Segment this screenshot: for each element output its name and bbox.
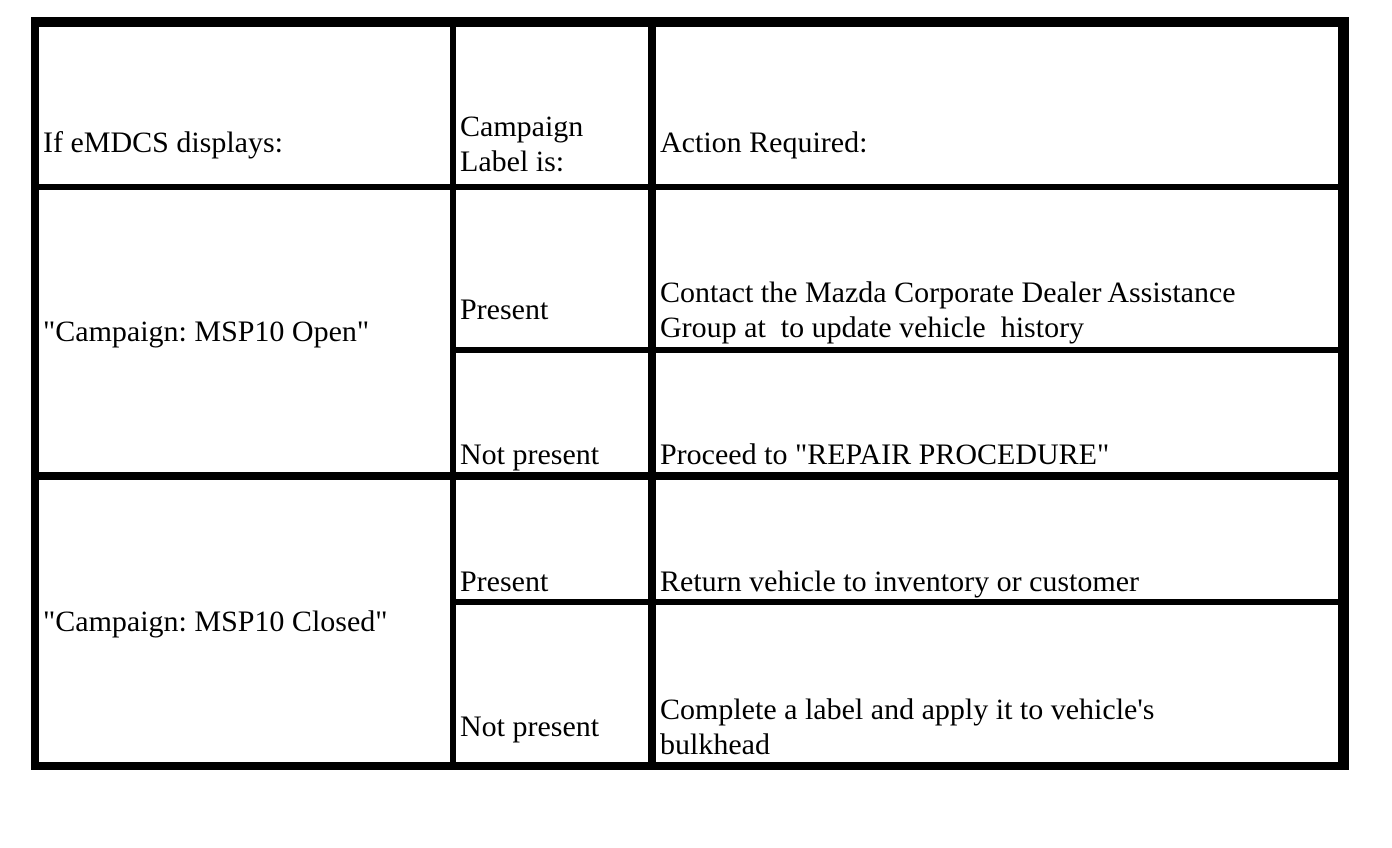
action-cell: Contact the Mazda Corporate Dealer Assis… [654, 188, 1340, 349]
header-action: Action Required: [654, 25, 1340, 186]
action-text: Complete a label and apply it to vehicle… [660, 693, 1155, 761]
label-status-cell: Present [454, 188, 650, 349]
label-status-cell: Present [454, 478, 650, 601]
label-status-text: Not present [460, 438, 600, 471]
header-label-status-text: Campaign Label is: [460, 110, 584, 178]
action-text: Proceed to "REPAIR PROCEDURE" [660, 438, 1110, 471]
header-label-status: Campaign Label is: [454, 25, 650, 186]
label-status-cell: Not present [454, 351, 650, 474]
campaign-table: If eMDCS displays: Campaign Label is: Ac… [31, 17, 1349, 770]
action-text: Return vehicle to inventory or customer [660, 565, 1140, 598]
condition-open: "Campaign: MSP10 Open" [37, 188, 452, 474]
action-cell: Return vehicle to inventory or customer [654, 478, 1340, 601]
condition-closed-text: "Campaign: MSP10 Closed" [43, 604, 388, 638]
header-condition: If eMDCS displays: [37, 25, 452, 186]
action-text: Contact the Mazda Corporate Dealer Assis… [660, 276, 1236, 344]
header-condition-text: If eMDCS displays: [43, 126, 283, 159]
header-action-text: Action Required: [660, 126, 868, 159]
action-cell: Complete a label and apply it to vehicle… [654, 603, 1340, 764]
label-status-text: Not present [460, 710, 600, 743]
action-cell: Proceed to "REPAIR PROCEDURE" [654, 351, 1340, 474]
label-status-cell: Not present [454, 603, 650, 764]
label-status-text: Present [460, 565, 549, 598]
condition-open-text: "Campaign: MSP10 Open" [43, 314, 370, 348]
condition-closed: "Campaign: MSP10 Closed" [37, 478, 452, 764]
label-status-text: Present [460, 293, 549, 326]
